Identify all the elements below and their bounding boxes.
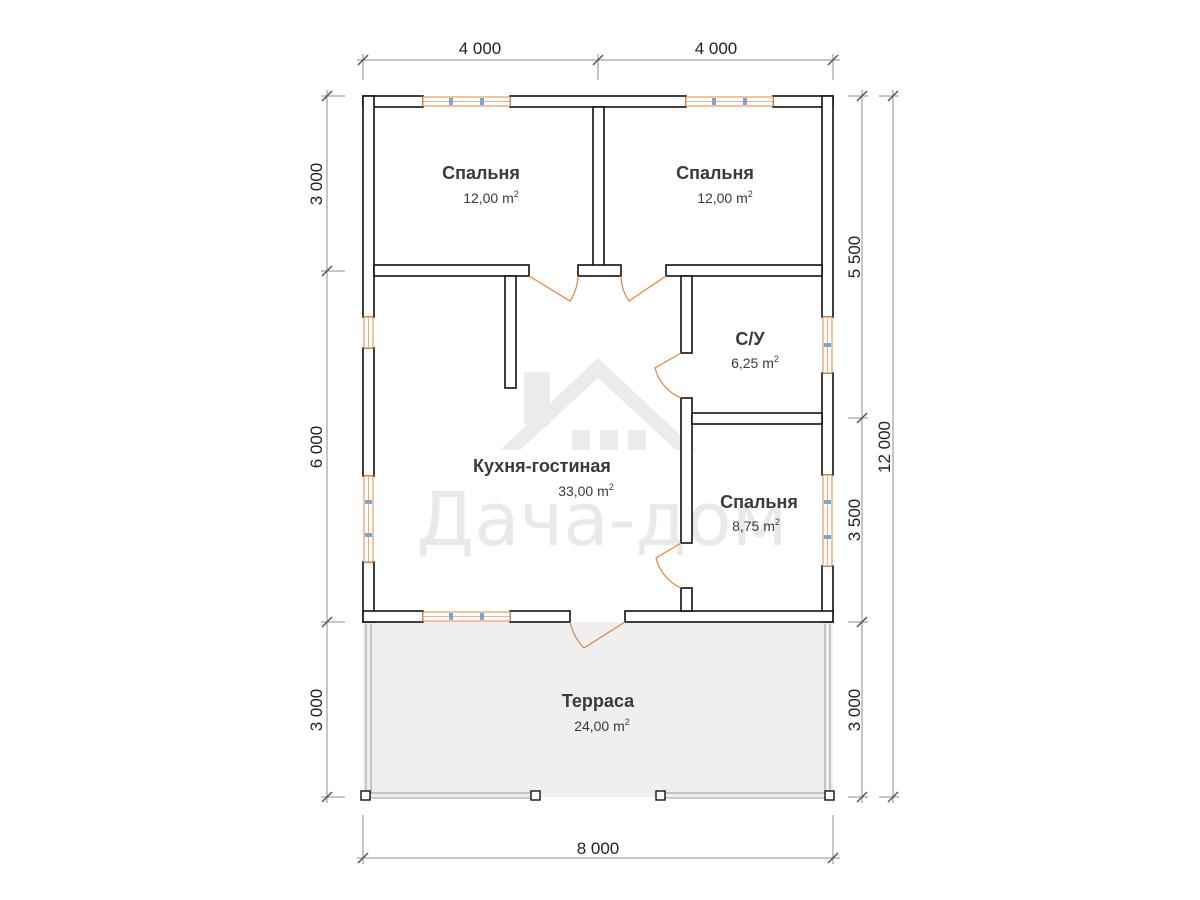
room-name: Спальня xyxy=(720,492,798,512)
dimension-bottom: 8 000 xyxy=(357,815,840,864)
window-top-left xyxy=(422,96,511,107)
dimension-label: 3 500 xyxy=(845,499,864,542)
dimension-label: 3 000 xyxy=(845,689,864,732)
window-bottom xyxy=(422,611,511,622)
terrace-posts xyxy=(360,790,835,801)
dimension-label: 5 500 xyxy=(845,236,864,279)
window-right-bath xyxy=(822,316,833,374)
room-name: Спальня xyxy=(676,163,754,183)
room-area: 33,00 m2 xyxy=(558,482,614,499)
dimension-right-outer: 12 000 xyxy=(875,90,899,803)
room-area: 8,75 m2 xyxy=(732,517,780,534)
window-left-lower xyxy=(363,475,374,563)
dimension-label: 3 000 xyxy=(307,163,326,206)
dimension-left: 3 000 6 000 3 000 xyxy=(307,90,345,803)
dimension-right-inner: 5 500 3 500 3 000 xyxy=(845,90,868,803)
dimension-label: 3 000 xyxy=(307,689,326,732)
room-bathroom: С/У 6,25 m2 xyxy=(731,329,779,371)
window-right-bedroom xyxy=(822,474,833,567)
watermark-text: Дача-дом xyxy=(416,477,787,563)
room-kitchen-living: Кухня-гостиная 33,00 m2 xyxy=(473,456,614,499)
terrace-floor xyxy=(363,622,833,797)
windows xyxy=(363,96,833,622)
doors xyxy=(528,275,682,649)
dimension-label: 4 000 xyxy=(695,39,738,58)
watermark-house-icon xyxy=(500,358,696,450)
terrace-railing xyxy=(365,624,831,799)
room-area: 12,00 m2 xyxy=(697,189,753,206)
room-bedroom-3: Спальня 8,75 m2 xyxy=(720,492,798,534)
door-entrance xyxy=(569,621,626,649)
room-area: 12,00 m2 xyxy=(463,189,519,206)
room-area: 6,25 m2 xyxy=(731,354,779,371)
room-name: Кухня-гостиная xyxy=(473,456,611,476)
dimension-label: 4 000 xyxy=(459,39,502,58)
dimension-label: 6 000 xyxy=(307,426,326,469)
door-bathroom xyxy=(654,352,682,399)
watermark: Дача-дом xyxy=(416,358,788,563)
room-name: Спальня xyxy=(442,163,520,183)
room-terrace: Терраса 24,00 m2 xyxy=(562,691,635,734)
room-name: Терраса xyxy=(562,691,635,711)
window-top-right xyxy=(685,96,774,107)
door-bedroom3 xyxy=(655,542,682,589)
room-bedroom-1: Спальня 12,00 m2 xyxy=(442,163,520,206)
room-bedroom-2: Спальня 12,00 m2 xyxy=(676,163,754,206)
dimension-label: 12 000 xyxy=(875,421,894,473)
window-left-upper xyxy=(363,316,374,349)
dimension-top: 4 000 4 000 xyxy=(357,39,840,80)
door-bedroom1 xyxy=(528,275,579,302)
room-name: С/У xyxy=(735,329,765,349)
dimension-label: 8 000 xyxy=(577,839,620,858)
door-bedroom2 xyxy=(620,275,667,302)
room-area: 24,00 m2 xyxy=(574,717,630,734)
